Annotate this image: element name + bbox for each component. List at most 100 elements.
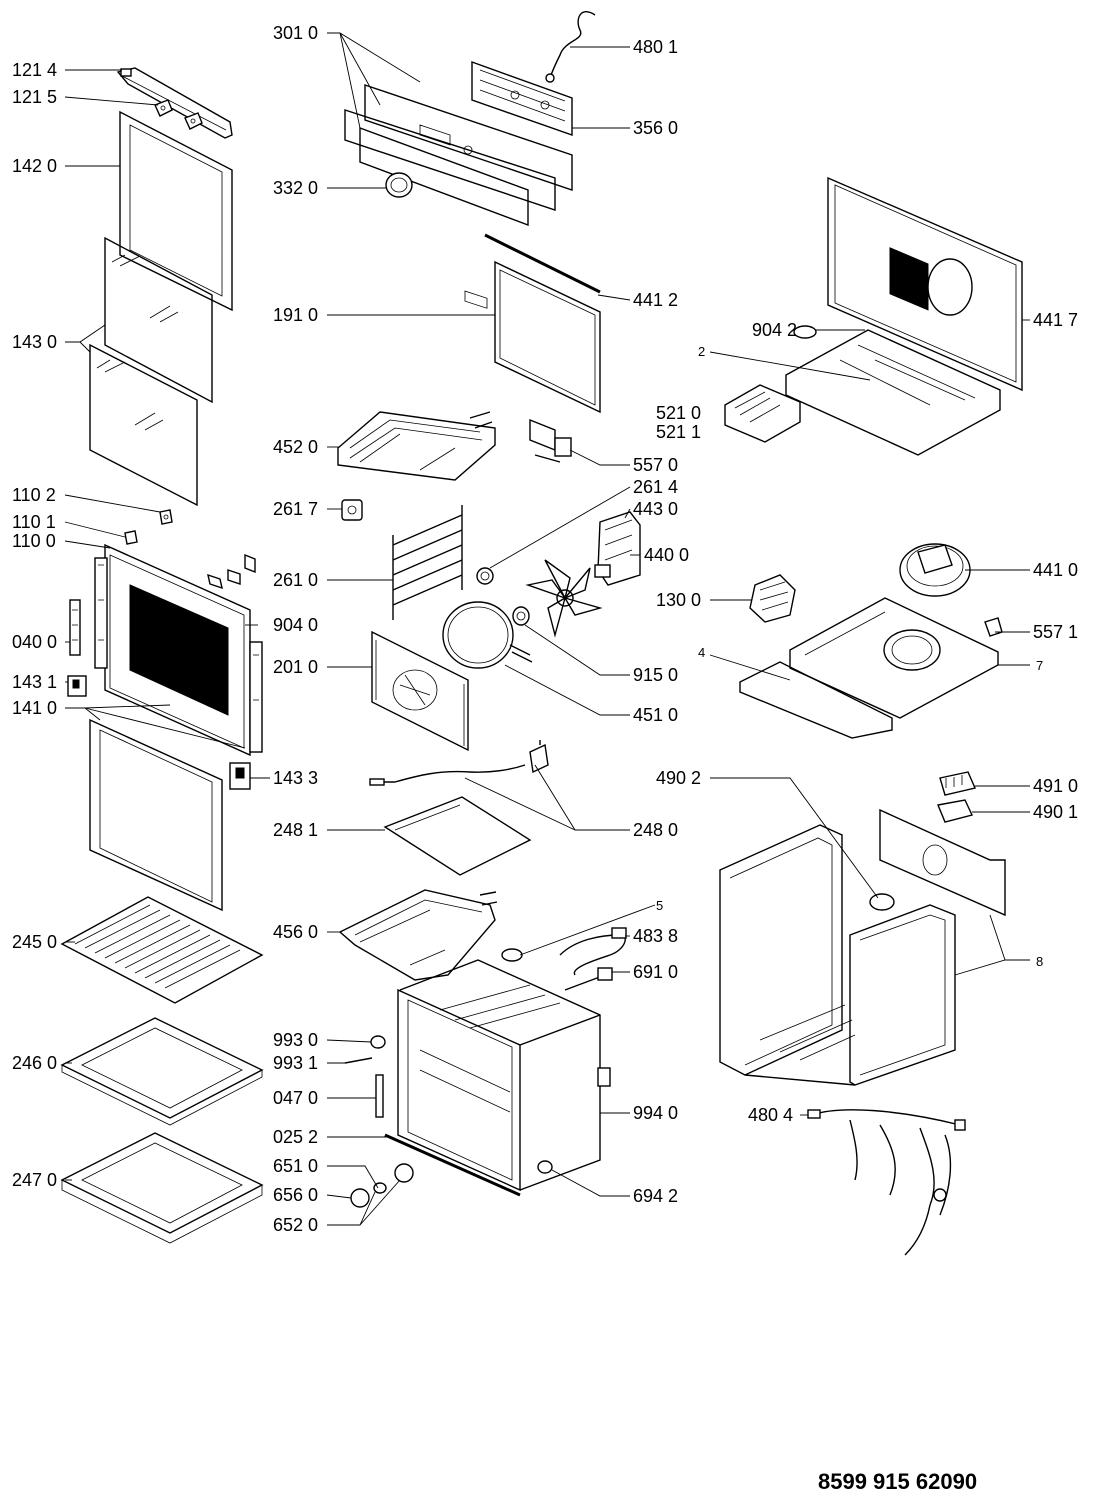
motor-130-part <box>749 574 796 623</box>
label-440-0: 440 0 <box>644 545 689 565</box>
label-456-0: 456 0 <box>273 922 318 942</box>
label-491-0: 491 0 <box>1033 776 1078 796</box>
label-261-0: 261 0 <box>273 570 318 590</box>
label-490-1: 490 1 <box>1033 802 1078 822</box>
document-code: 8599 915 62090 <box>818 1469 977 1494</box>
door-glass-panes-part <box>89 236 213 507</box>
lamp-part <box>476 567 494 585</box>
label-245-0: 245 0 <box>12 932 57 952</box>
small-fixing-parts <box>344 1035 521 1197</box>
thermal-fuse-part <box>501 948 523 962</box>
label-248-0: 248 0 <box>633 820 678 840</box>
label-904-2: 904 2 <box>752 320 797 340</box>
label-142-0: 142 0 <box>12 156 57 176</box>
door-hinge-parts <box>124 509 256 590</box>
label-332-0: 332 0 <box>273 178 318 198</box>
door-hinge-040-part <box>69 599 81 656</box>
relay-board-part <box>724 384 801 443</box>
label-4: 4 <box>698 645 705 660</box>
leader-lines <box>64 32 1030 1226</box>
label-110-2: 110 2 <box>12 485 56 505</box>
label-483-8: 483 8 <box>633 926 678 946</box>
part-labels: 301 0 480 1 121 4 121 5 356 0 142 0 332 … <box>12 23 1078 1494</box>
label-904-0: 904 0 <box>273 615 318 635</box>
fan-blade-part <box>525 559 603 638</box>
label-691-0: 691 0 <box>633 962 678 982</box>
control-knob-part <box>385 172 413 198</box>
latch-part <box>229 762 251 790</box>
fan-motor-part <box>594 511 641 586</box>
base-plate-part <box>739 597 999 739</box>
label-191-0: 191 0 <box>273 305 318 325</box>
label-246-0: 246 0 <box>12 1053 57 1073</box>
label-143-0: 143 0 <box>12 332 57 352</box>
label-2: 2 <box>698 344 705 359</box>
label-201-0: 201 0 <box>273 657 318 677</box>
meat-probe-part <box>369 740 549 876</box>
wiring-harness-part <box>807 1109 966 1256</box>
label-247-0: 247 0 <box>12 1170 57 1190</box>
wire-shelf-part <box>60 896 264 1004</box>
knob-parts <box>350 1163 414 1208</box>
foot-part <box>537 1160 553 1174</box>
door-lock-part <box>67 675 87 697</box>
label-652-0: 652 0 <box>273 1215 318 1235</box>
label-301-0: 301 0 <box>273 23 318 43</box>
grill-element-part <box>337 411 496 481</box>
label-121-5: 121 5 <box>12 87 57 107</box>
power-cable-part <box>559 927 627 976</box>
label-130-0: 130 0 <box>656 590 701 610</box>
ring-element-part <box>442 601 533 669</box>
handle-clips-part <box>154 99 203 130</box>
shelf-supports-part <box>392 505 463 620</box>
label-993-0: 993 0 <box>273 1030 318 1050</box>
label-557-0: 557 0 <box>633 455 678 475</box>
label-5: 5 <box>656 898 663 913</box>
label-521-0: 521 0 <box>656 403 701 423</box>
label-480-4: 480 4 <box>748 1105 793 1125</box>
electronic-board-part <box>471 61 573 136</box>
label-047-0: 047 0 <box>273 1088 318 1108</box>
label-261-4: 261 4 <box>633 477 678 497</box>
bottom-element-part <box>338 889 498 981</box>
label-480-1: 480 1 <box>633 37 678 57</box>
label-143-3: 143 3 <box>273 768 318 788</box>
cooling-fan-part <box>899 543 971 597</box>
deep-tray-part <box>60 1132 264 1244</box>
inner-door-part <box>94 543 263 757</box>
label-441-0: 441 0 <box>1033 560 1078 580</box>
label-557-1: 557 1 <box>1033 622 1078 642</box>
label-110-1: 110 1 <box>12 512 56 532</box>
label-121-4: 121 4 <box>12 60 57 80</box>
outer-casing-part <box>719 808 1006 1086</box>
door-handle-part <box>116 67 233 139</box>
label-452-0: 452 0 <box>273 437 318 457</box>
cable-480-1-part <box>545 11 596 83</box>
label-025-2: 025 2 <box>273 1127 318 1147</box>
label-915-0: 915 0 <box>633 665 678 685</box>
label-694-2: 694 2 <box>633 1186 678 1206</box>
clip-261-7-part <box>341 499 363 521</box>
door-lower-frame-part <box>89 718 223 912</box>
label-7: 7 <box>1036 658 1043 673</box>
oven-gasket-part <box>484 233 601 414</box>
label-994-0: 994 0 <box>633 1103 678 1123</box>
control-panel-part <box>344 84 573 309</box>
label-451-0: 451 0 <box>633 705 678 725</box>
label-993-1: 993 1 <box>273 1053 318 1073</box>
label-141-0: 141 0 <box>12 698 57 718</box>
label-040-0: 040 0 <box>12 632 57 652</box>
outer-door-glass-part <box>119 110 233 312</box>
label-490-2: 490 2 <box>656 768 701 788</box>
label-651-0: 651 0 <box>273 1156 318 1176</box>
thermostat-part <box>529 418 572 463</box>
grommet-part <box>869 893 895 911</box>
label-441-7: 441 7 <box>1033 310 1078 330</box>
label-110-0: 110 0 <box>12 531 56 551</box>
label-8: 8 <box>1036 954 1043 969</box>
spacer-part <box>512 606 530 626</box>
label-356-0: 356 0 <box>633 118 678 138</box>
baking-tray-part <box>60 1017 264 1126</box>
label-521-1: 521 1 <box>656 422 701 442</box>
